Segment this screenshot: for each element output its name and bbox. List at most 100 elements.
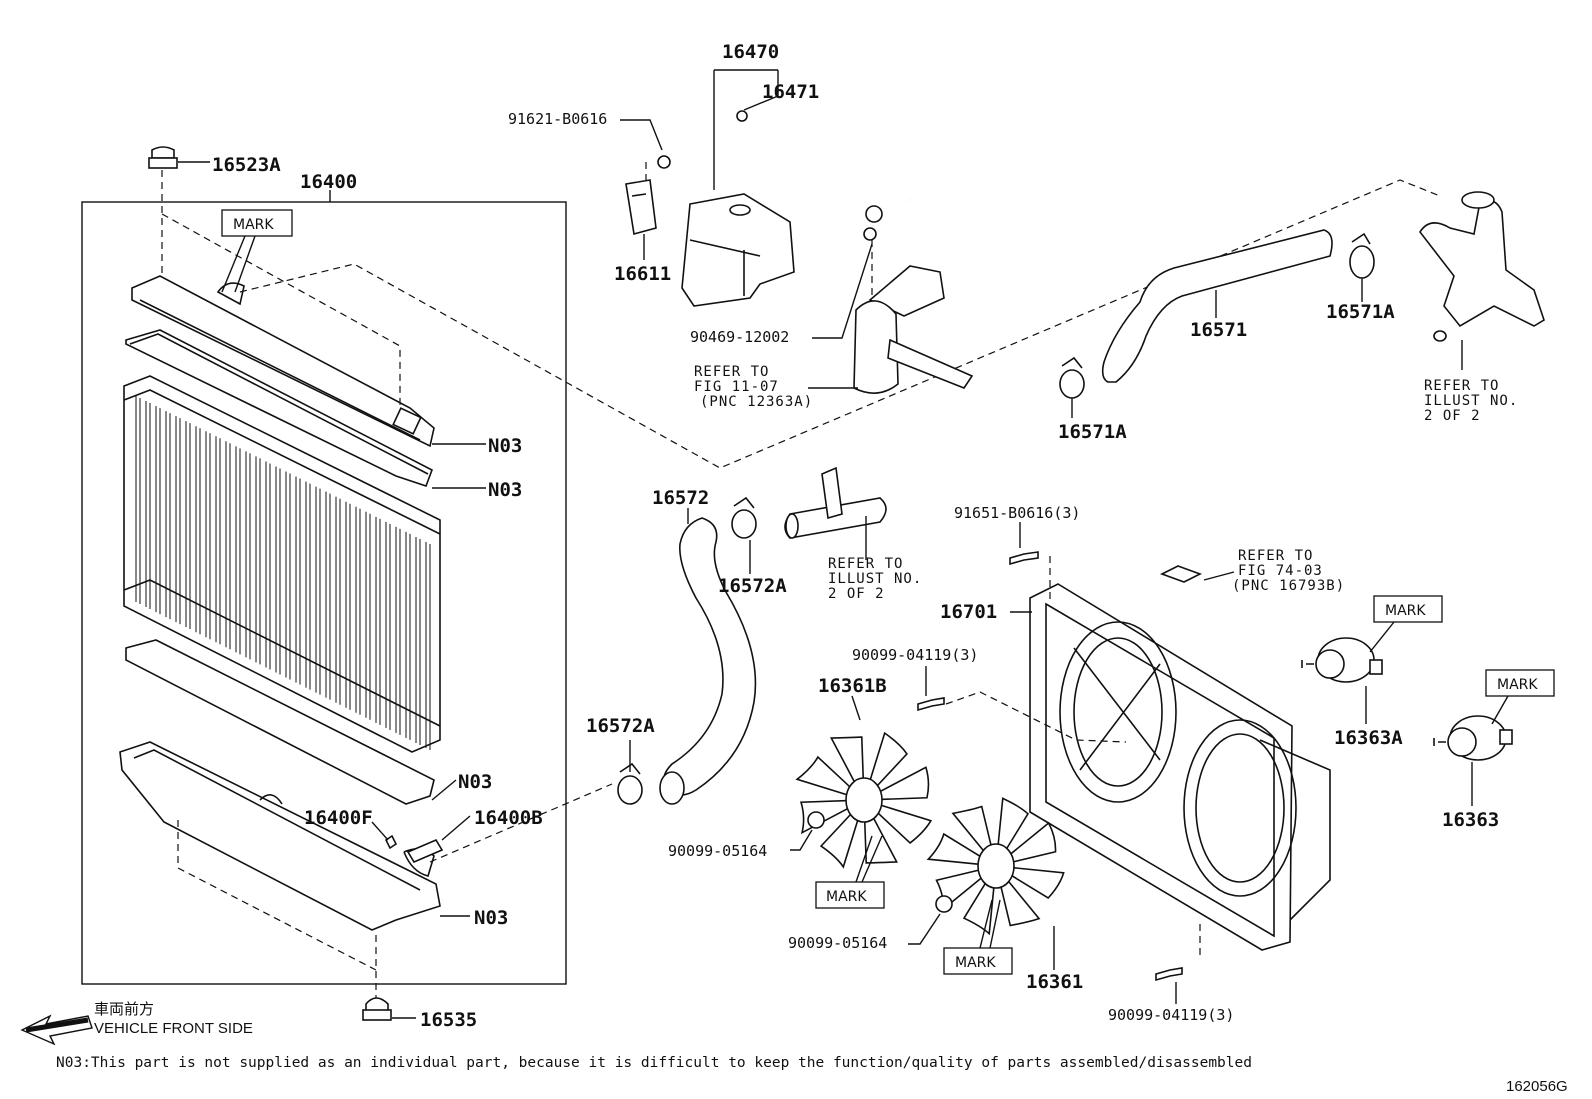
fan-motor-16363A [1301, 637, 1383, 683]
front-side-en: VEHICLE FRONT SIDE [94, 1020, 253, 1037]
label-16572A-b: 16572A [586, 715, 655, 737]
mark-label-upper-tank: MARK [233, 217, 274, 233]
label-16363A: 16363A [1334, 727, 1403, 749]
radiator-assembly-frame [81, 201, 567, 985]
bracket-16611 [625, 179, 657, 236]
reservoir-hose-16471 [736, 110, 911, 202]
leader-mark-fan2-2 [989, 899, 1001, 949]
drain-plug-16400F [384, 834, 398, 850]
bolt-90099-04119-b [1155, 967, 1183, 982]
label-90469-12002: 90469-12002 [690, 328, 789, 346]
fan-motor-16363 [1433, 715, 1513, 761]
leader-16471 [743, 95, 779, 111]
leader-90469 [812, 243, 873, 339]
label-ref7403-l1: REFER TO [1238, 548, 1313, 564]
sensor-16400B [406, 838, 444, 864]
water-outlet [1419, 191, 1545, 342]
mark-box-16363A [1373, 595, 1443, 623]
mark-label-16363: MARK [1497, 677, 1538, 693]
label-16611: 16611 [614, 263, 671, 285]
leader-ref7403 [1203, 571, 1235, 581]
bolt-91651 [1009, 551, 1039, 566]
clamp-16572A-a [731, 496, 757, 539]
front-arrow-fill [25, 1017, 89, 1033]
cap-16535 [362, 997, 392, 1021]
label-16701: 16701 [940, 601, 997, 623]
label-16400: 16400 [300, 171, 357, 193]
label-16535: 16535 [420, 1009, 477, 1031]
dash-fan-bolt [945, 691, 1127, 743]
label-16363: 16363 [1442, 809, 1499, 831]
leader-mark-upper-tank-2 [234, 235, 256, 293]
leader-16361B [851, 695, 861, 721]
figure-code: 162056G [1506, 1078, 1568, 1095]
leader-16400F [371, 821, 389, 841]
mark-box-fan2 [943, 947, 1013, 975]
mark-label-fan2: MARK [955, 955, 996, 971]
leader-90099-05164-b [908, 913, 941, 945]
mark-box-upper-tank [221, 209, 293, 237]
radiator-upper-tank [131, 275, 435, 448]
mark-label-fan1: MARK [826, 889, 867, 905]
label-91651-B0616: 91651-B0616(3) [954, 504, 1080, 522]
label-16470: 16470 [722, 41, 779, 63]
mark-box-fan1 [815, 881, 885, 909]
leader-mark-fan1 [855, 835, 873, 883]
label-90099-04119-a: 90099-04119(3) [852, 646, 978, 664]
nut-90099-05164-b [935, 895, 953, 913]
label-16571A-b: 16571A [1326, 301, 1395, 323]
leader-16400B [441, 815, 471, 841]
label-16400F: 16400F [304, 807, 373, 829]
label-refIllust1-l3: 2 OF 2 [1424, 408, 1481, 424]
label-16361: 16361 [1026, 971, 1083, 993]
label-90099-05164-b: 90099-05164 [788, 934, 887, 952]
dash-lower-hose [429, 783, 613, 863]
dash-upper-tank-hose [239, 179, 1441, 469]
cap-16523A [148, 146, 178, 169]
clamp-16571A-b [1349, 232, 1375, 279]
label-refIllust1-l1: REFER TO [1424, 378, 1499, 394]
tag-fig7403 [1159, 565, 1203, 583]
upper-hose-16571 [1101, 229, 1333, 383]
mark-box-16363 [1485, 669, 1555, 697]
label-ref1107-l2: FIG 11-07 [694, 379, 779, 395]
leader-90099-05164-a [790, 829, 813, 851]
label-refIllust2-l3: 2 OF 2 [828, 586, 885, 602]
leader-mark-upper-tank [221, 235, 246, 293]
label-16361B: 16361B [818, 675, 887, 697]
label-16571A-a: 16571A [1058, 421, 1127, 443]
dash-upper-tank-2 [161, 213, 401, 410]
clamp-16572A-b [617, 762, 643, 805]
label-refIllust2-l1: REFER TO [828, 556, 903, 572]
n03-note: N03:This part is not supplied as an indi… [56, 1055, 1252, 1071]
label-n03-d: N03 [474, 907, 508, 929]
label-16571: 16571 [1190, 319, 1247, 341]
label-n03-a: N03 [488, 435, 522, 457]
radiator-core [123, 375, 441, 753]
label-ref7403-l3: (PNC 16793B) [1232, 578, 1345, 594]
lower-hose-16572 [659, 517, 757, 805]
label-90099-04119-b: 90099-04119(3) [1108, 1006, 1234, 1024]
label-n03-c: N03 [458, 771, 492, 793]
reservoir-tank-16470 [681, 193, 795, 307]
label-16572A-a: 16572A [718, 575, 787, 597]
label-refIllust1-l2: ILLUST NO. [1424, 393, 1518, 409]
label-16523A: 16523A [212, 154, 281, 176]
gasket-upper-1 [125, 329, 433, 488]
label-n03-b: N03 [488, 479, 522, 501]
fan-16361B [795, 731, 933, 869]
nut-90099-05164-a [807, 811, 825, 829]
water-inlet-pipe [784, 466, 887, 539]
dash-lower-diag [177, 867, 377, 971]
label-16400B: 16400B [474, 807, 543, 829]
leader-mark-16363 [1491, 695, 1509, 725]
gasket-upper-2 [129, 333, 429, 475]
label-ref1107-l1: REFER TO [694, 364, 769, 380]
label-refIllust2-l2: ILLUST NO. [828, 571, 922, 587]
clamp-16571A-a [1059, 356, 1085, 399]
fan-shroud-16701 [1029, 583, 1331, 951]
label-91621-B0616: 91621-B0616 [508, 110, 607, 128]
label-16471: 16471 [762, 81, 819, 103]
leader-mark-fan2 [979, 899, 993, 949]
fan-16361 [926, 797, 1065, 936]
